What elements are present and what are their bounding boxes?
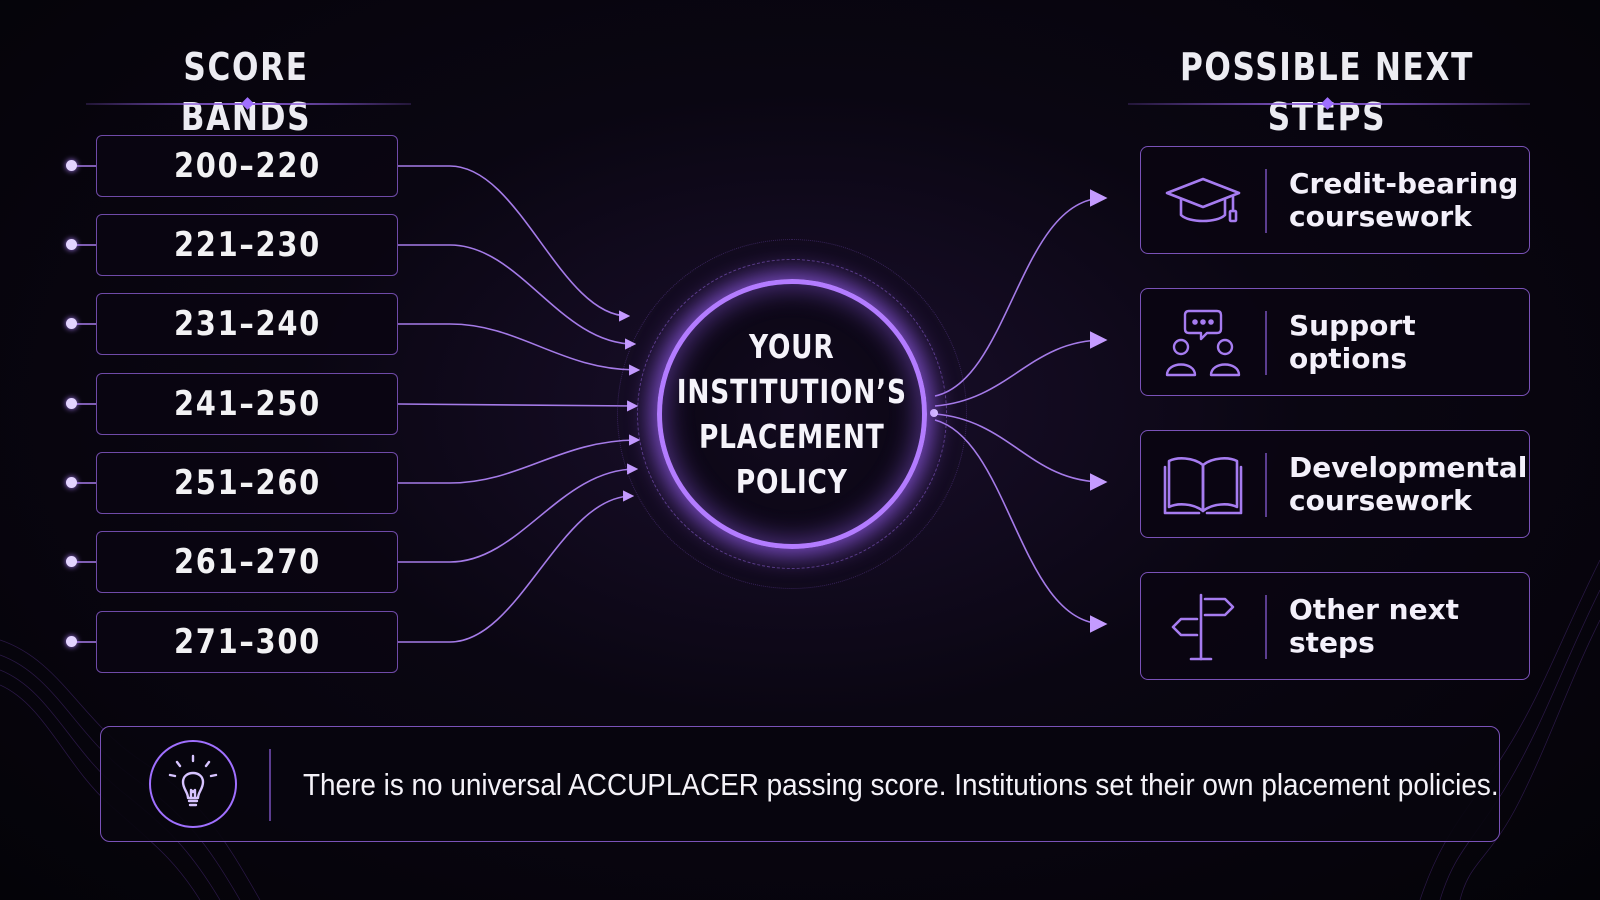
band-dot <box>66 556 77 567</box>
hub-outer-ring <box>617 239 967 589</box>
score-band-label: 221–230 <box>173 225 321 265</box>
score-bands-title: SCORE BANDS <box>180 45 312 139</box>
people-chat-icon <box>1165 309 1241 377</box>
score-band: 271–300 <box>96 611 398 673</box>
band-dot <box>66 160 77 171</box>
score-band-label: 200–220 <box>173 146 321 186</box>
lightbulb-icon <box>168 754 218 807</box>
score-band-label: 241–250 <box>173 384 321 424</box>
connector-band-5 <box>398 434 641 484</box>
next-step-card: Developmental coursework <box>1140 430 1530 538</box>
step-label: Developmental coursework <box>1289 451 1528 517</box>
band-dot <box>66 239 77 250</box>
step-label: Credit-bearing coursework <box>1289 167 1519 233</box>
connector-band-2 <box>398 244 637 350</box>
lightbulb-icon-circle <box>149 740 237 828</box>
score-band-label: 261–270 <box>173 542 321 582</box>
next-step-card: Credit-bearing coursework <box>1140 146 1530 254</box>
note-divider <box>269 749 271 821</box>
signpost-icon <box>1171 593 1235 661</box>
step-divider <box>1265 169 1267 233</box>
connector-band-6 <box>398 463 639 563</box>
step-label: Support options <box>1289 309 1416 375</box>
connector-band-3 <box>398 323 641 376</box>
score-band-label: 271–300 <box>173 622 321 662</box>
placement-policy-hub: YOUR INSTITUTION’S PLACEMENT POLICY <box>657 279 927 549</box>
next-step-card: Support options <box>1140 288 1530 396</box>
score-band: 200–220 <box>96 135 398 197</box>
band-dot <box>66 477 77 488</box>
note-text: There is no universal ACCUPLACER passing… <box>303 767 1499 802</box>
hub-dashed-ring <box>637 259 947 569</box>
step-divider <box>1265 453 1267 517</box>
connector-band-1 <box>398 165 631 322</box>
band-dot <box>66 318 77 329</box>
next-step-card: Other next steps <box>1140 572 1530 680</box>
score-band: 231–240 <box>96 293 398 355</box>
score-band: 251–260 <box>96 452 398 514</box>
band-dot <box>66 398 77 409</box>
band-dot <box>66 636 77 647</box>
step-divider <box>1265 595 1267 659</box>
connector-band-7 <box>398 490 635 643</box>
step-label: Other next steps <box>1289 593 1460 659</box>
graduation-cap-icon <box>1165 177 1241 223</box>
step-divider <box>1265 311 1267 375</box>
score-band: 261–270 <box>96 531 398 593</box>
score-band-label: 231–240 <box>173 304 321 344</box>
open-book-icon <box>1163 457 1243 515</box>
note-banner: There is no universal ACCUPLACER passing… <box>100 726 1500 842</box>
hub-label: YOUR INSTITUTION’S PLACEMENT POLICY <box>676 327 908 501</box>
connector-band-4 <box>397 400 639 412</box>
score-band-label: 251–260 <box>173 463 321 503</box>
score-band: 241–250 <box>96 373 398 435</box>
next-steps-title: POSSIBLE NEXT STEPS <box>1179 45 1475 139</box>
score-band: 221–230 <box>96 214 398 276</box>
